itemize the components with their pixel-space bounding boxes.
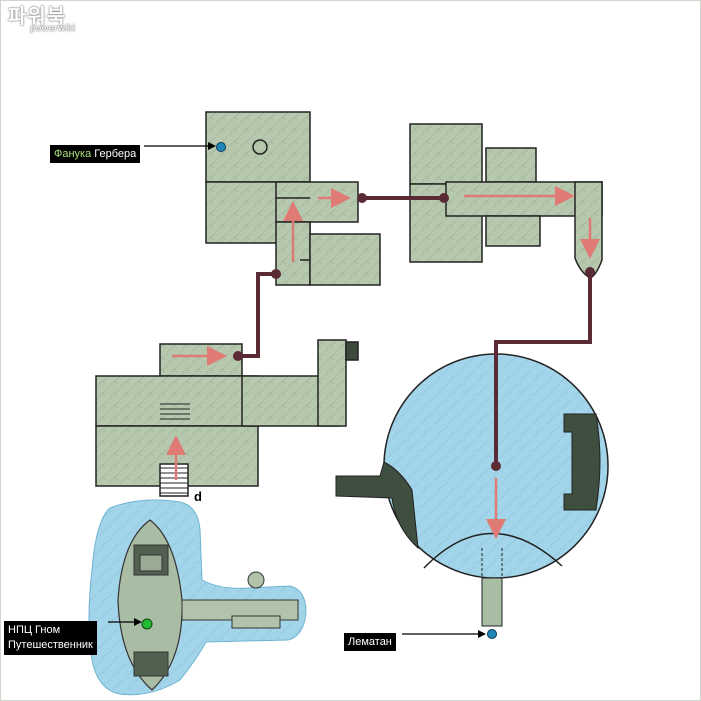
location-dot-icon bbox=[487, 629, 497, 639]
path-node bbox=[585, 267, 595, 277]
dome-chamber bbox=[335, 353, 609, 627]
island-area bbox=[88, 499, 307, 696]
direction-arrows bbox=[166, 186, 600, 539]
watermark-title: 파워북 bbox=[8, 4, 67, 28]
path-node bbox=[357, 193, 367, 203]
callout-arrowheads bbox=[134, 142, 486, 638]
upper-right-building bbox=[409, 123, 603, 279]
watermark-subtitle: powerwiki bbox=[30, 24, 76, 34]
path-node bbox=[439, 193, 449, 203]
label-npc-line1: НПЦ Гном bbox=[8, 624, 61, 636]
path-node bbox=[271, 269, 281, 279]
location-dot-icon bbox=[141, 618, 153, 630]
path-node bbox=[491, 461, 501, 471]
label-highlight: Фанука bbox=[54, 148, 92, 160]
label-lematan: Лематан bbox=[344, 633, 396, 651]
location-dot-icon bbox=[216, 142, 226, 152]
label-rest: Гербера bbox=[91, 148, 137, 160]
path-node bbox=[233, 351, 243, 361]
label-npc-line2: Путешественник bbox=[8, 639, 93, 651]
lower-left-building bbox=[95, 339, 359, 497]
label-fanuka-gerbera: Фанука Гербера bbox=[50, 145, 141, 163]
empty-spot-icon bbox=[252, 139, 268, 155]
label-npc-gnome: НПЦ Гном Путешественник bbox=[4, 621, 97, 655]
path-nodes bbox=[233, 193, 595, 471]
route-path bbox=[236, 196, 592, 468]
watermark-logo: 파워북 powerwiki bbox=[8, 6, 75, 34]
stairs-marker-label: d bbox=[194, 489, 202, 504]
stairs-icon bbox=[160, 403, 190, 494]
